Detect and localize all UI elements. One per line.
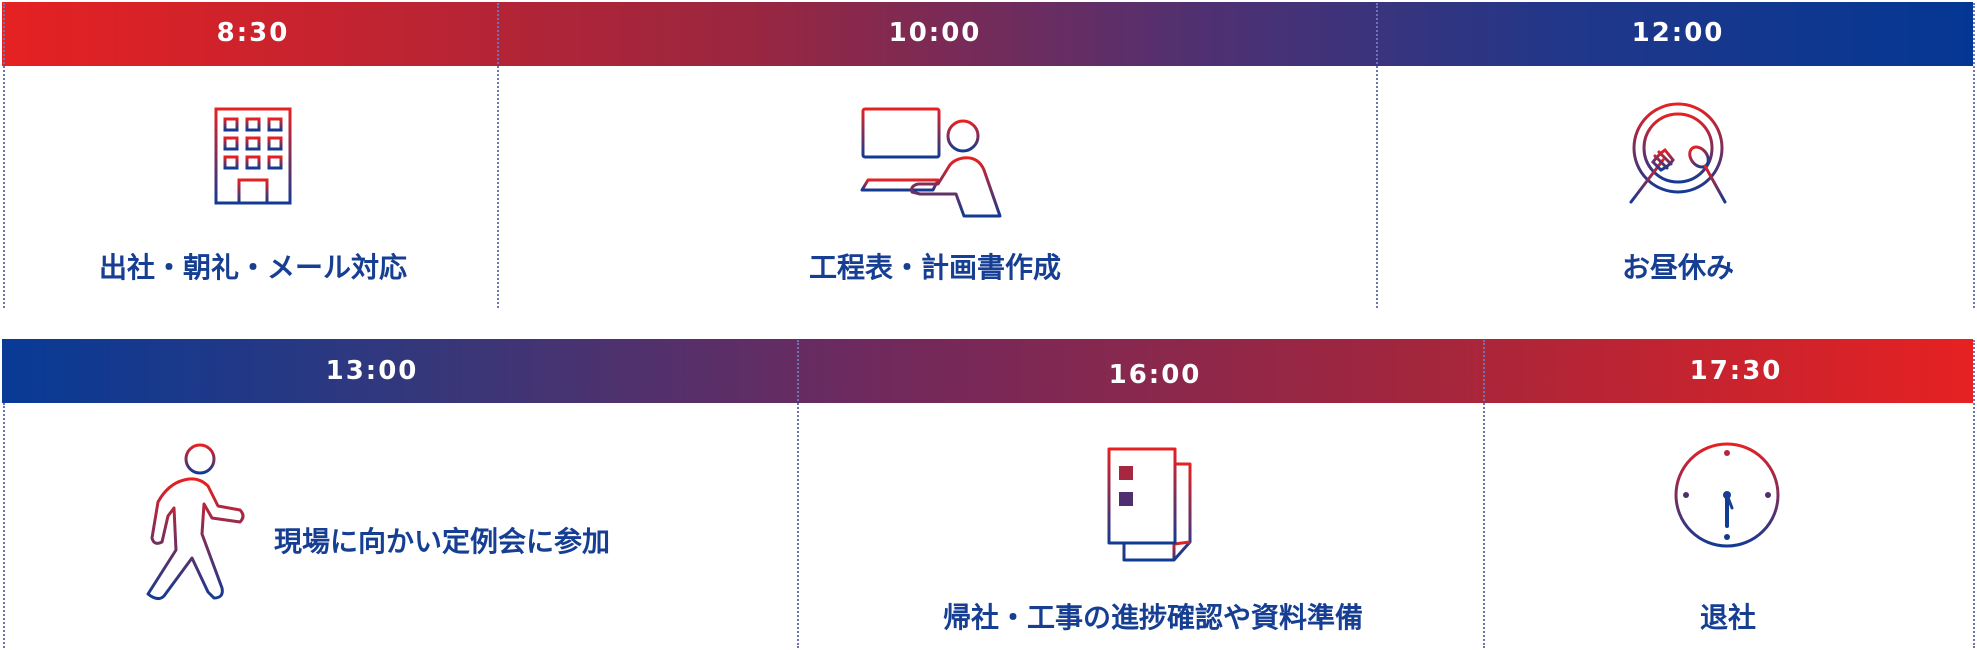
separator-right-top (1973, 3, 1975, 308)
separator-left-bottom (3, 403, 5, 648)
time-label-1300: 13:00 (325, 356, 419, 386)
timeline-band-morning (2, 2, 1973, 66)
time-label-1200: 12:00 (1631, 18, 1725, 48)
desk-computer-worker-icon (860, 107, 1002, 218)
separator-right-bottom (1973, 340, 1975, 648)
timeline-band-afternoon (2, 339, 1973, 403)
separator-bottom-2 (1483, 340, 1485, 648)
separator-top-1 (497, 3, 499, 308)
task-label-progress-check: 帰社・工事の進捗確認や資料準備 (942, 601, 1364, 634)
task-label-lunch: お昼休み (1621, 251, 1735, 284)
separator-bottom-1 (797, 340, 799, 648)
clock-icon (1674, 442, 1780, 548)
separator-left-top (3, 3, 5, 308)
plate-fork-spoon-icon (1629, 102, 1727, 204)
documents-icon (1107, 447, 1192, 562)
task-label-schedule-planning: 工程表・計画書作成 (808, 251, 1062, 284)
walking-person-icon (146, 443, 245, 601)
office-building-icon (214, 107, 292, 205)
task-label-morning-office: 出社・朝礼・メール対応 (98, 251, 408, 284)
time-label-0830: 8:30 (216, 18, 290, 48)
time-label-1600: 16:00 (1108, 360, 1202, 390)
time-label-1000: 10:00 (888, 18, 982, 48)
task-label-site-meeting: 現場に向かい定例会に参加 (274, 525, 611, 558)
separator-top-2 (1376, 3, 1378, 308)
time-label-1730: 17:30 (1689, 356, 1783, 386)
task-label-leave-office: 退社 (1699, 601, 1757, 634)
